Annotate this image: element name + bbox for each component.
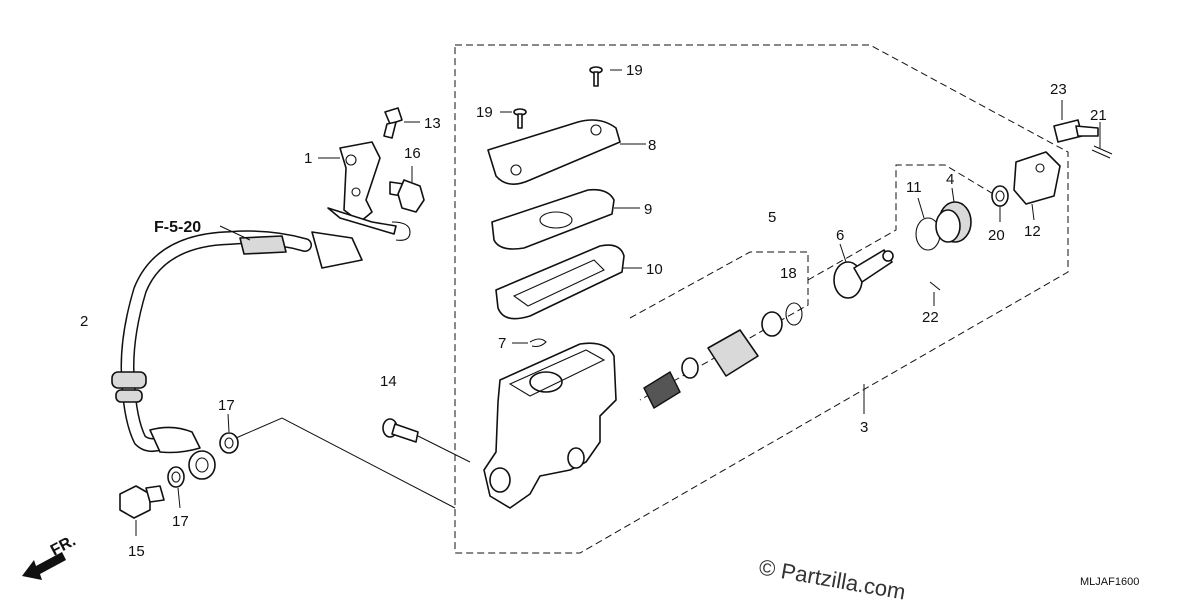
callout-labels: 1 2 3 4 5 6 7 8 9 10 11 12 13 14 15 16 1… [80,62,1107,560]
piston-part[interactable] [707,329,759,377]
nut-20[interactable] [991,185,1009,207]
callout-17-lower: 17 [172,513,189,530]
callout-20: 20 [988,227,1005,244]
callout-4: 4 [946,171,954,188]
boot-4[interactable] [935,201,972,243]
callout-16: 16 [404,145,421,162]
callout-1: 1 [304,150,312,167]
callout-9: 9 [644,201,652,218]
callout-6: 6 [836,227,844,244]
front-arrow-icon [22,552,66,580]
callout-21: 21 [1090,107,1107,124]
callout-15: 15 [128,543,145,560]
master-cylinder-body[interactable] [483,342,617,509]
callout-17-upper: 17 [218,397,235,414]
bracket-part[interactable] [327,141,411,241]
leader-lines [135,69,1101,536]
piston-cup[interactable] [761,311,783,337]
callout-23: 23 [1050,81,1067,98]
cotter-pin-21[interactable] [1091,145,1113,159]
diagram-code: MLJAF1600 [1080,576,1139,588]
callout-14: 14 [380,373,397,390]
diaphragm-plate-9[interactable] [491,188,615,250]
callout-8: 8 [648,137,656,154]
clevis-pin-23[interactable] [1053,119,1099,143]
callout-22: 22 [922,309,939,326]
reservoir-cap-8[interactable] [487,119,621,185]
assembly-outline [454,44,1069,554]
callout-12: 12 [1024,223,1041,240]
pivot-bolt-14[interactable] [382,418,419,443]
banjo-fitting[interactable] [188,450,216,480]
watermark: © Partzilla.com [757,554,907,600]
clevis-12[interactable] [1013,151,1061,205]
callout-7: 7 [498,335,506,352]
callout-2: 2 [80,313,88,330]
page-reference[interactable]: F-5-20 [154,219,201,236]
callout-13: 13 [424,115,441,132]
callout-11: 11 [906,179,922,196]
callout-19-left: 19 [476,104,493,121]
screw-19-top[interactable] [589,66,603,87]
callout-18: 18 [780,265,797,282]
washer-17-upper[interactable] [219,432,239,454]
spring-part[interactable] [643,371,681,409]
callout-5: 5 [768,209,776,226]
diaphragm-10[interactable] [495,244,625,320]
washer-17-lower[interactable] [167,466,185,488]
spring-seat[interactable] [681,357,699,379]
screw-19-left[interactable] [513,108,527,129]
front-marker: FR. [48,532,79,559]
banjo-bolt-15[interactable] [119,485,165,519]
pin-22[interactable] [929,281,941,291]
hose-part[interactable] [111,230,363,454]
callout-3: 3 [860,419,868,436]
snap-ring-small[interactable] [785,302,803,326]
callout-19-top: 19 [626,62,643,79]
callout-10: 10 [646,261,663,278]
bolt-13[interactable] [383,107,403,139]
push-rod-6[interactable] [833,249,894,299]
clip-7[interactable] [529,338,547,348]
bolt-16[interactable] [389,179,425,213]
